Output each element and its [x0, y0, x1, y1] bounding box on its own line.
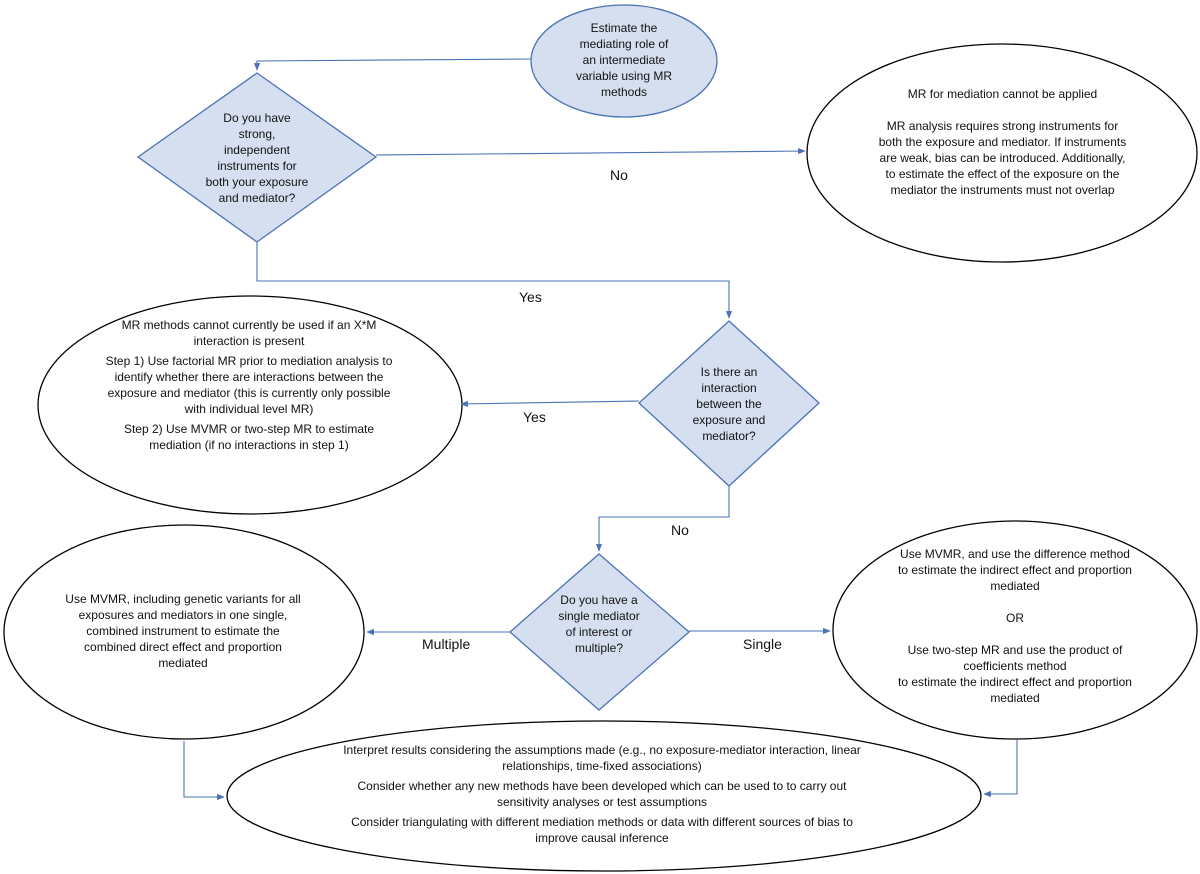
- final-p3: Consider triangulating with different me…: [351, 815, 853, 845]
- multiple-result-label: Use MVMR, including genetic variants for…: [65, 592, 301, 670]
- decision-mediators-diamond: [509, 553, 690, 711]
- single-result-or: OR: [1006, 611, 1024, 625]
- decision-interaction-label: Is there an interaction between the expo…: [692, 365, 766, 443]
- no-mr-ellipse: [806, 43, 1198, 263]
- start-ellipse: [530, 4, 718, 118]
- single-result-part2: Use two-step MR and use the product of c…: [907, 643, 1123, 673]
- interaction-present-step2: Step 2) Use MVMR or two-step MR to estim…: [123, 422, 375, 452]
- no-mr-text: MR for mediation cannot be applied MR an…: [875, 86, 1130, 198]
- edge-label-multiple: Multiple: [422, 636, 471, 652]
- edge-label-no-instruments: No: [610, 167, 628, 183]
- no-mr-body: MR analysis requires strong instruments …: [878, 119, 1127, 197]
- multiple-result-text: Use MVMR, including genetic variants for…: [61, 591, 305, 671]
- final-p2: Consider whether any new methods have be…: [357, 779, 847, 809]
- decision-instruments-text: Do you have strong, independent instrume…: [205, 110, 309, 206]
- single-result-part1: Use MVMR, and use the difference method …: [898, 547, 1132, 593]
- decision-mediators-text: Do you have a single mediator of interes…: [555, 592, 643, 656]
- connector-start-to-instruments: [253, 58, 532, 71]
- connector-interaction-to-present: [460, 400, 640, 407]
- no-mr-title: MR for mediation cannot be applied: [907, 87, 1098, 101]
- interaction-present-text: MR methods cannot currently be used if a…: [100, 317, 398, 453]
- interaction-present-title: MR methods cannot currently be used if a…: [121, 318, 377, 348]
- connector-interaction-to-mediators: [595, 486, 730, 552]
- decision-instruments-label: Do you have strong, independent instrume…: [205, 111, 309, 205]
- final-ellipse: [226, 720, 982, 872]
- connector-instruments-to-no-mr: [375, 147, 806, 156]
- connector-multiple-to-final: [183, 741, 225, 801]
- decision-interaction-text: Is there an interaction between the expo…: [679, 364, 779, 444]
- final-p1: Interpret results considering the assump…: [343, 743, 861, 773]
- single-result-text: Use MVMR, and use the difference method …: [895, 546, 1135, 706]
- connector-single-to-final: [983, 740, 1018, 798]
- final-text: Interpret results considering the assump…: [332, 742, 872, 846]
- interaction-present-step1: Step 1) Use factorial MR prior to mediat…: [105, 354, 393, 416]
- start-label: Estimate the mediating role of an interm…: [575, 21, 673, 99]
- edge-label-yes-instruments: Yes: [519, 289, 542, 305]
- edge-label-no-interaction: No: [671, 522, 689, 538]
- single-result-ellipse: [832, 520, 1198, 740]
- multiple-result-ellipse: [3, 524, 365, 740]
- start-text: Estimate the mediating role of an interm…: [574, 20, 674, 100]
- edge-label-yes-interaction: Yes: [523, 409, 546, 425]
- connector-instruments-to-interaction: [256, 242, 733, 319]
- edge-label-single: Single: [743, 636, 782, 652]
- decision-mediators-label: Do you have a single mediator of interes…: [558, 593, 640, 655]
- single-result-part3: to estimate the indirect effect and prop…: [898, 675, 1132, 705]
